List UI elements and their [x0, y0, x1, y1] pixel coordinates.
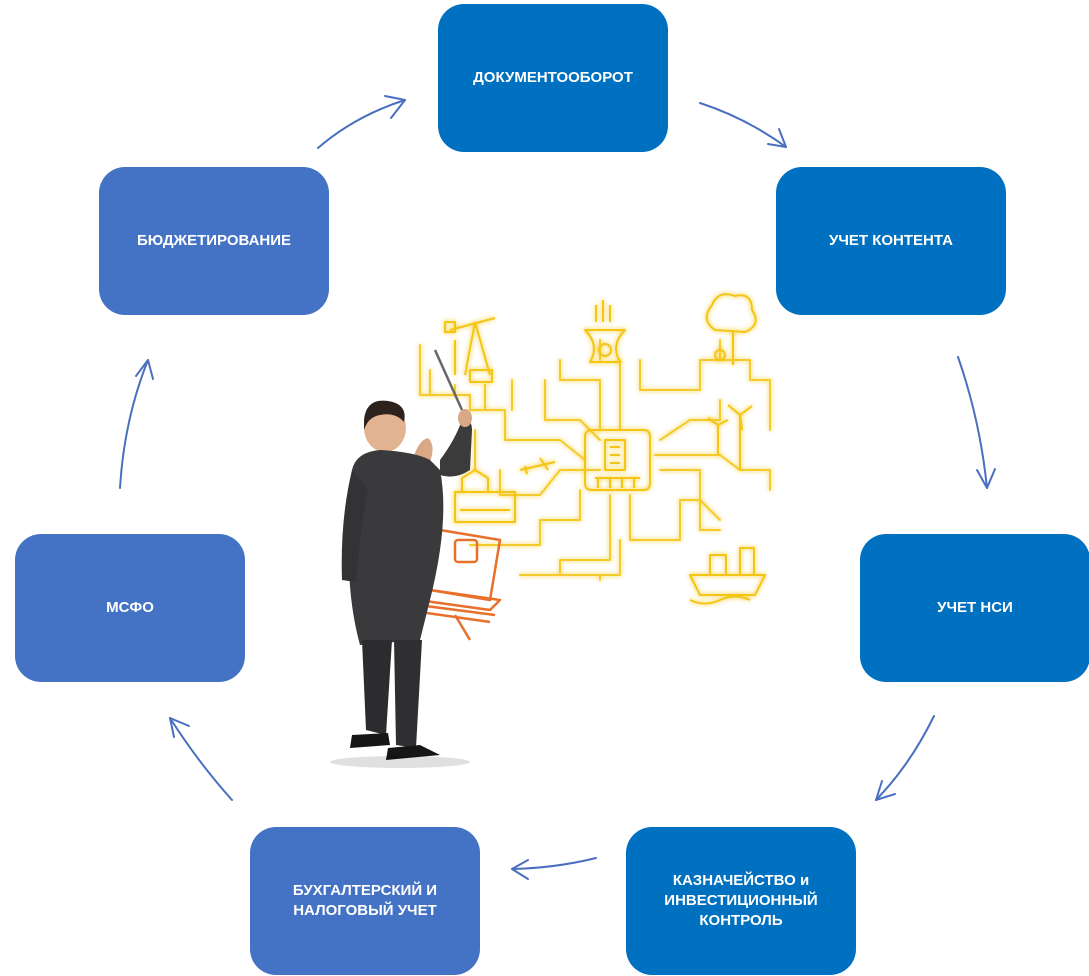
arrow-ifrs-to-budget	[119, 359, 154, 489]
arrow-content-to-nsi	[957, 356, 996, 489]
airplane-icon	[519, 457, 556, 475]
wind-turbine-icon	[707, 404, 753, 470]
schematic-lines	[419, 339, 771, 581]
factory-icon	[454, 469, 516, 523]
arrow-docflow-to-content	[699, 102, 787, 148]
node-docflow: ДОКУМЕНТООБОРОТ	[438, 4, 668, 152]
node-ifrs: МСФО	[15, 534, 245, 682]
node-accounting: БУХГАЛТЕРСКИЙ И НАЛОГОВЫЙ УЧЕТ	[250, 827, 480, 975]
arrow-budget-to-docflow	[317, 95, 406, 149]
oil-pump-icon	[444, 317, 496, 383]
tree-icon	[705, 293, 757, 365]
businessman-figure	[330, 349, 472, 768]
node-treasury: КАЗНАЧЕЙСТВО и ИНВЕСТИЦИОННЫЙ КОНТРОЛЬ	[626, 827, 856, 975]
arrow-accounting-to-ifrs	[169, 717, 233, 801]
arrow-nsi-to-treasury	[875, 715, 935, 801]
node-content-accounting: УЧЕТ КОНТЕНТА	[776, 167, 1006, 315]
nuclear-plant-icon	[584, 300, 626, 363]
node-nsi-accounting: УЧЕТ НСИ	[860, 534, 1089, 682]
node-budget: БЮДЖЕТИРОВАНИЕ	[99, 167, 329, 315]
arrow-treasury-to-accounting	[511, 857, 597, 880]
document-hub-icon	[584, 429, 651, 491]
ship-icon	[689, 547, 766, 605]
